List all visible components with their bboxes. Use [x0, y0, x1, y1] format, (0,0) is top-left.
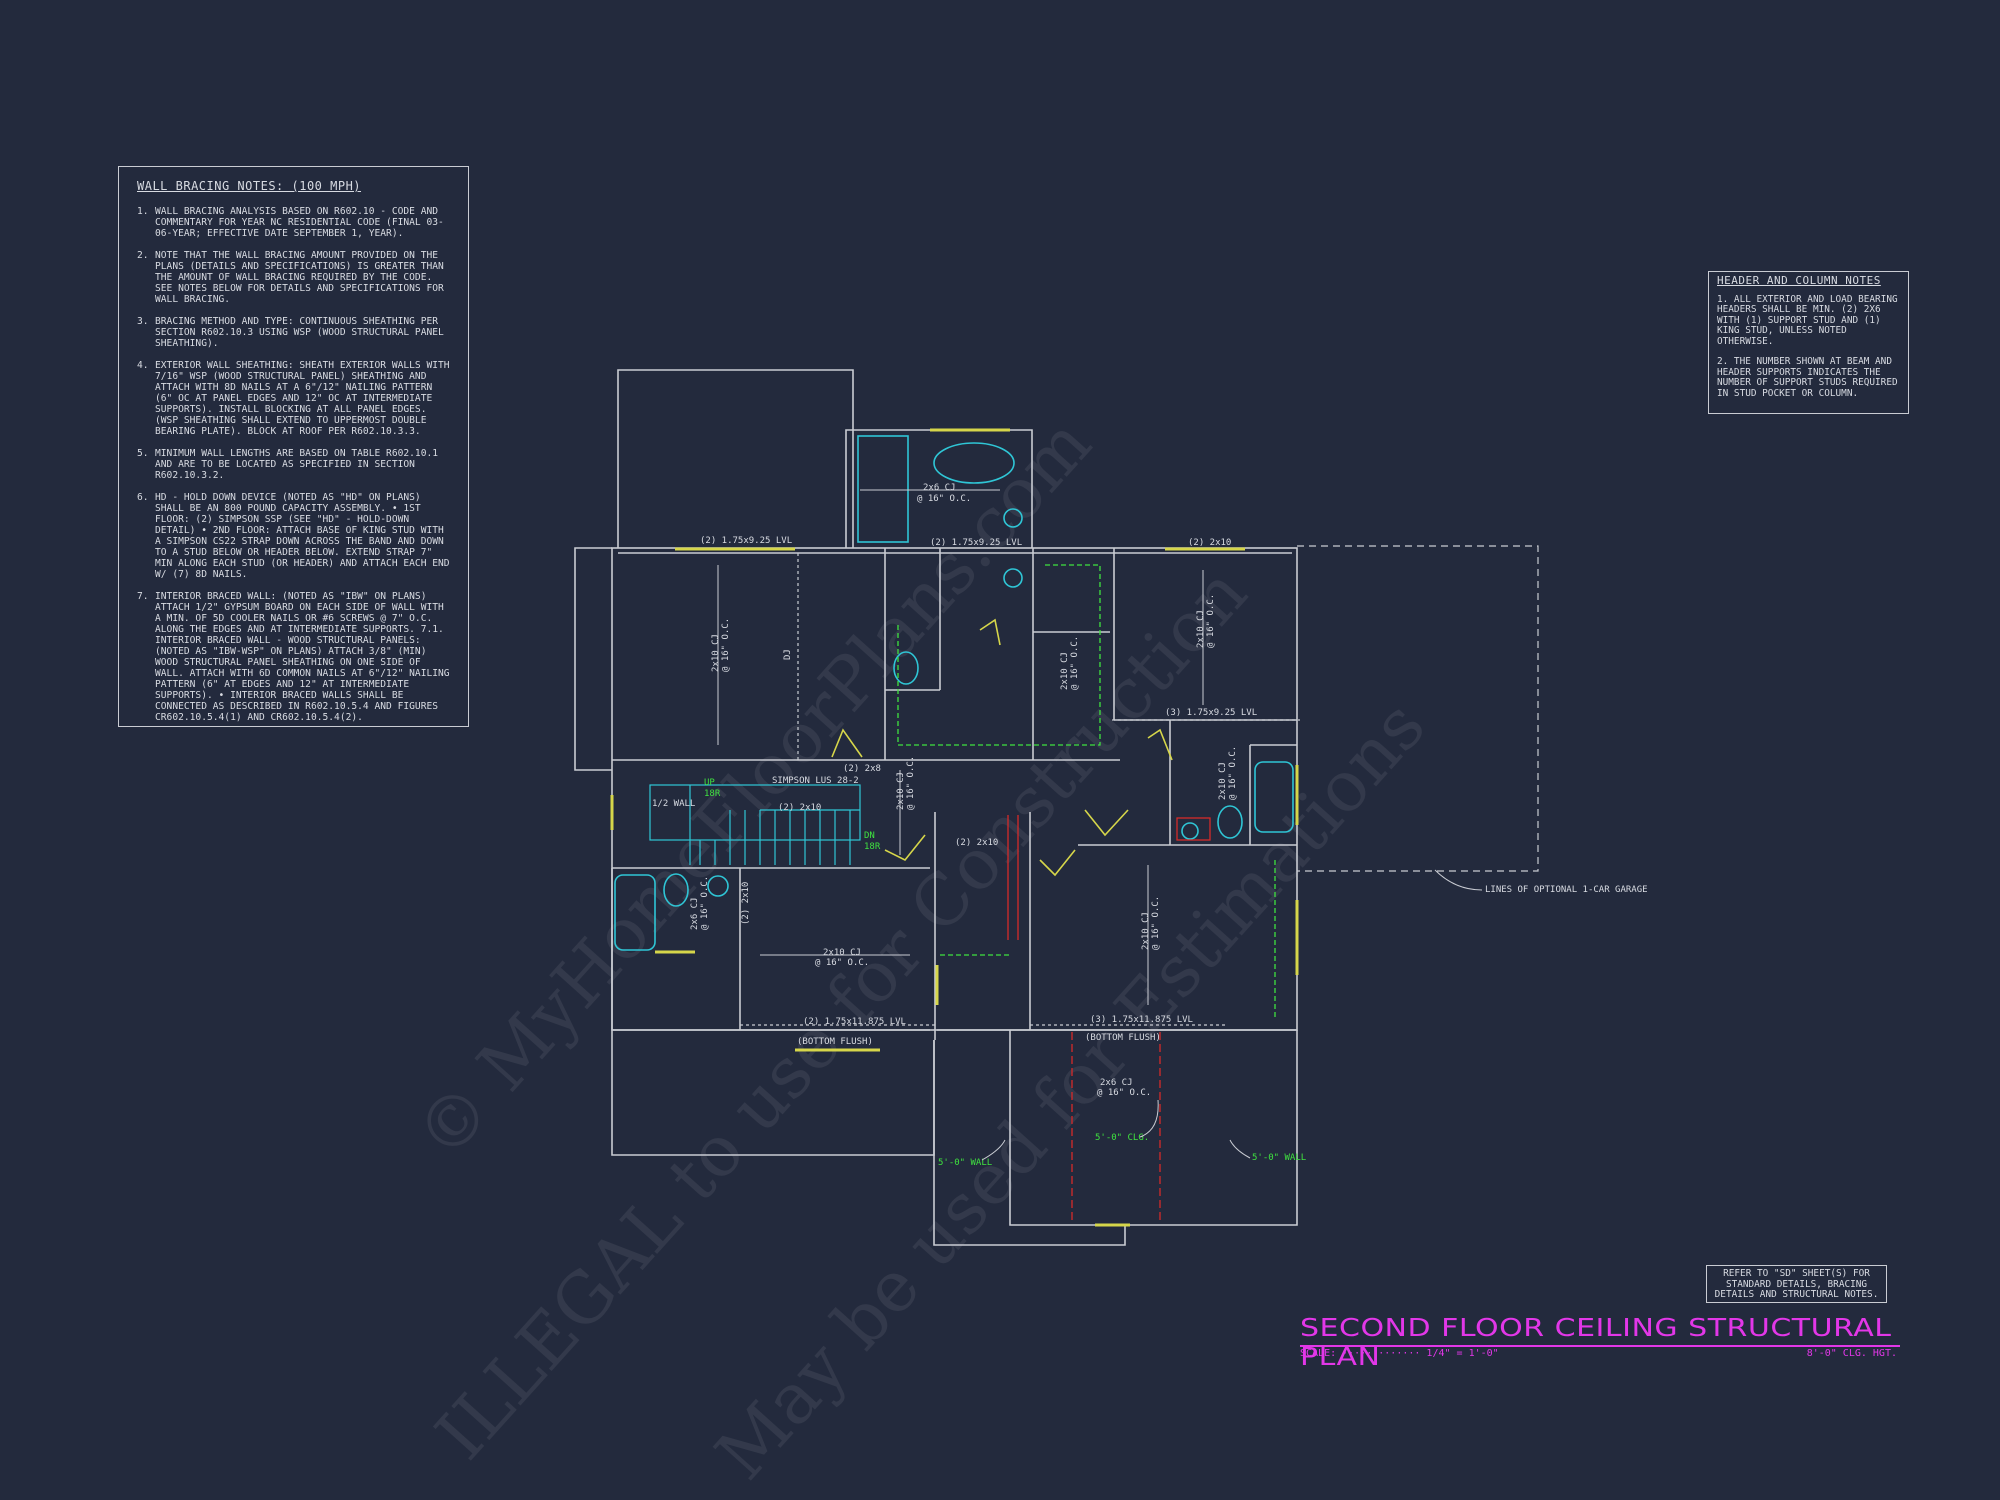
- sink-left: [707, 875, 729, 897]
- header-marks: [610, 428, 1299, 1227]
- dj-label: DJ: [783, 649, 793, 660]
- sink-top-2: [1003, 568, 1023, 588]
- beam-label: (2) 2x10: [1188, 538, 1231, 548]
- toilet-left: [663, 873, 689, 907]
- ceiling-height-label: 5'-0" CLG.: [1095, 1133, 1149, 1143]
- garage-label: LINES OF OPTIONAL 1-CAR GARAGE: [1485, 885, 1648, 895]
- closet-lines: [897, 564, 1276, 1020]
- header-label: (2) 2x10: [778, 803, 821, 813]
- up-label: UP: [704, 778, 715, 788]
- green-notes: UP 18R DN 18R 5'-0" WALL 5'-0" WALL 5'-0…: [704, 778, 1306, 1168]
- cj-label: 2x10 CJ: [711, 634, 721, 672]
- beam-label: (2) 1.75x9.25 LVL: [700, 536, 792, 546]
- beam-label: (2) 1.75x9.25 LVL: [930, 538, 1022, 548]
- cj-label: @ 16" O.C.: [1097, 1088, 1151, 1098]
- simpson-label: SIMPSON LUS 28-2: [772, 776, 859, 786]
- plan-title: SECOND FLOOR CEILING STRUCTURAL PLAN: [1300, 1314, 1892, 1372]
- door-swings: [831, 618, 1173, 877]
- cj-label: 2x6 CJ: [1100, 1078, 1133, 1088]
- beams: [740, 553, 1300, 1026]
- cj-label: @ 16" O.C.: [700, 876, 710, 930]
- header-column-note: 2. THE NUMBER SHOWN AT BEAM AND HEADER S…: [1717, 356, 1898, 399]
- plan-text: (2) 1.75x9.25 LVL (2) 1.75x9.25 LVL (2) …: [652, 483, 1648, 1098]
- wall-bracing-note: 5.MINIMUM WALL LENGTHS ARE BASED ON TABL…: [137, 448, 439, 481]
- cj-label: 2x10 CJ: [823, 948, 861, 958]
- refer-note-box: REFER TO "SD" SHEET(S) FOR STANDARD DETA…: [1706, 1265, 1887, 1303]
- beam-label: (2) 1.75x11.875 LVL: [803, 1017, 906, 1027]
- joist-span-arrows: [717, 489, 1204, 1005]
- header-column-notes-title: HEADER AND COLUMN NOTES: [1717, 274, 1881, 287]
- red-ceiling-lines: [1007, 815, 1211, 1220]
- dn-label: DN: [864, 831, 875, 841]
- cj-label: @ 16" O.C.: [1206, 594, 1216, 648]
- shower-top: [857, 435, 909, 543]
- wall-bracing-notes-panel: WALL BRACING NOTES: (100 MPH) 1.WALL BRA…: [118, 166, 469, 727]
- toilet-top: [893, 651, 919, 685]
- cj-label: @ 16" O.C.: [1151, 896, 1161, 950]
- header-label: (2) 2x10: [955, 838, 998, 848]
- plan-title-rule: [1300, 1345, 1900, 1347]
- wall-bracing-note: 4.EXTERIOR WALL SHEATHING: SHEATH EXTERI…: [137, 360, 450, 437]
- cj-label: @ 16" O.C.: [815, 958, 869, 968]
- tub-right: [1254, 761, 1294, 833]
- wall-bracing-notes-list: 1.WALL BRACING ANALYSIS BASED ON R602.10…: [137, 206, 454, 723]
- sink-top: [1003, 508, 1023, 528]
- cj-label: 2x10 CJ: [1196, 610, 1206, 648]
- half-wall-label: 1/2 WALL: [652, 799, 695, 809]
- bottom-flush-label: (BOTTOM FLUSH): [1085, 1033, 1161, 1043]
- wall-height-label: 5'-0" WALL: [1252, 1153, 1306, 1163]
- refer-note-text: REFER TO "SD" SHEET(S) FOR STANDARD DETA…: [1714, 1268, 1879, 1300]
- wall-bracing-notes-title: WALL BRACING NOTES: (100 MPH): [137, 179, 362, 193]
- toilet-right: [1217, 805, 1243, 839]
- wall-bracing-note: 7.INTERIOR BRACED WALL: (NOTED AS "IBW" …: [137, 591, 450, 723]
- tub-oval: [933, 442, 1015, 484]
- header-column-notes-panel: HEADER AND COLUMN NOTES 1. ALL EXTERIOR …: [1708, 271, 1909, 414]
- wall-bracing-note: 3.BRACING METHOD AND TYPE: CONTINUOUS SH…: [137, 316, 444, 349]
- beam-label: (3) 1.75x11.875 LVL: [1090, 1015, 1193, 1025]
- cj-label: 2x10 CJ: [1141, 912, 1151, 950]
- wall-bracing-note: 2.NOTE THAT THE WALL BRACING AMOUNT PROV…: [137, 250, 444, 305]
- cj-label: 2x6 CJ: [690, 897, 700, 930]
- cj-label: 2x10 CJ: [1060, 652, 1070, 690]
- wall-height-label: 5'-0" WALL: [938, 1158, 992, 1168]
- plan-ceiling-height: 8'-0" CLG. HGT.: [1806, 1348, 1897, 1359]
- sink-right: [1181, 822, 1199, 840]
- header-column-note: 1. ALL EXTERIOR AND LOAD BEARING HEADERS…: [1717, 293, 1898, 347]
- tub-left: [614, 874, 656, 951]
- plan-scale: SCALE: ············· 1/4" = 1'-0": [1300, 1348, 1499, 1359]
- bottom-flush-label: (BOTTOM FLUSH): [797, 1037, 873, 1047]
- cj-label: 2x10 CJ: [1218, 762, 1228, 800]
- riser-label: 18R: [704, 789, 721, 799]
- plumbing-fixtures: [614, 435, 1294, 951]
- plan-walls: [574, 369, 1539, 1246]
- beam-label: (3) 1.75x9.25 LVL: [1165, 708, 1257, 718]
- stair: [649, 784, 861, 865]
- wall-bracing-note: 6.HD - HOLD DOWN DEVICE (NOTED AS "HD" O…: [137, 492, 450, 580]
- cj-label: @ 16" O.C.: [1070, 636, 1080, 690]
- cj-label: @ 16" O.C.: [906, 756, 916, 810]
- wall-bracing-note: 1.WALL BRACING ANALYSIS BASED ON R602.10…: [137, 206, 444, 239]
- riser-label: 18R: [864, 842, 881, 852]
- leaders: [981, 869, 1483, 1161]
- cj-label: @ 16" O.C.: [1228, 746, 1238, 800]
- cj-label: @ 16" O.C.: [721, 618, 731, 672]
- cj-label: 2x6 CJ: [923, 483, 956, 493]
- header-label: (2) 2x10: [741, 882, 751, 925]
- cj-label: @ 16" O.C.: [917, 494, 971, 504]
- cj-label: 2x10 CJ: [896, 772, 906, 810]
- header-label: (2) 2x8: [843, 764, 881, 774]
